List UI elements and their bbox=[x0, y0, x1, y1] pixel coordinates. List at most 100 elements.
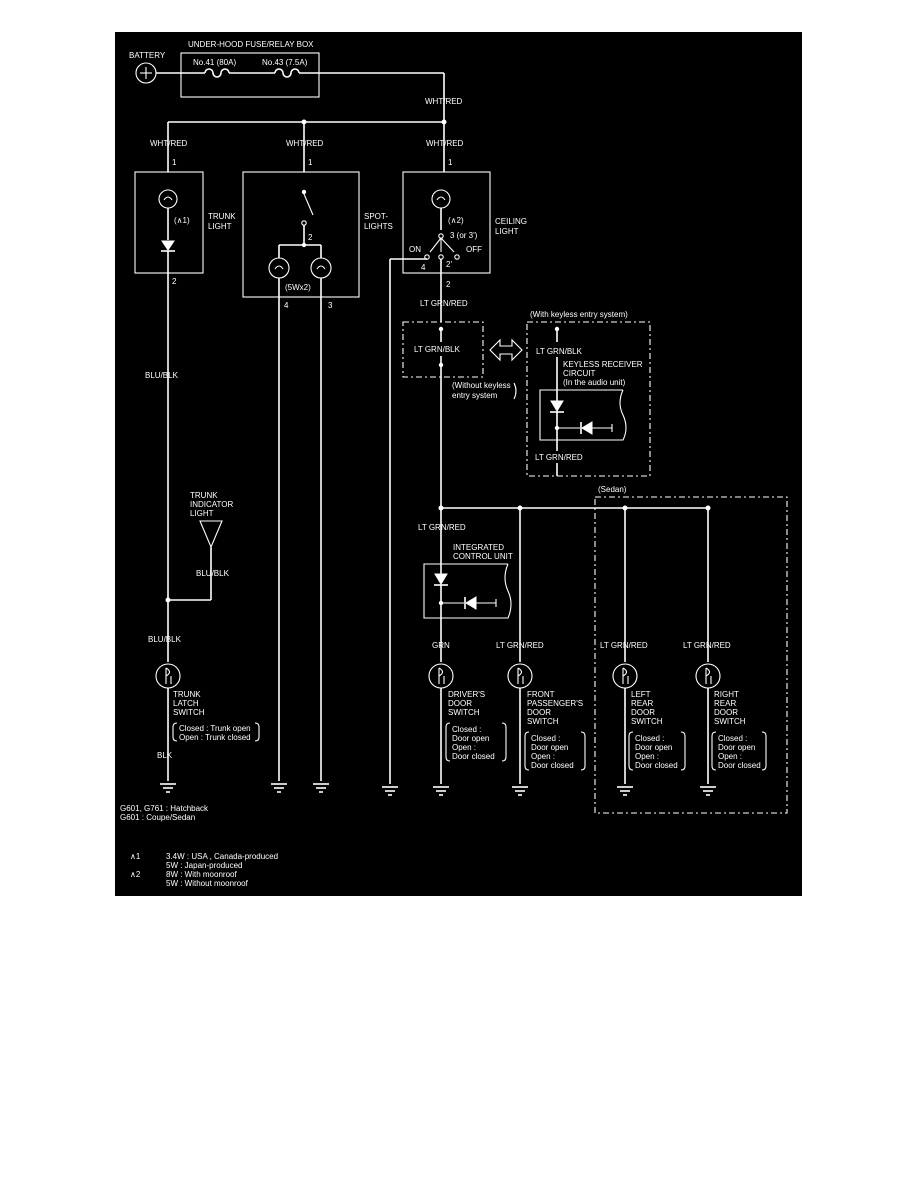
fuse43-icon bbox=[274, 68, 300, 78]
switch-door-open: Door open bbox=[635, 743, 672, 752]
without-keyless-box bbox=[402, 321, 484, 378]
lt-grn-blk-box-label: LT GRN/BLK bbox=[414, 345, 461, 354]
ceiling-note: (∧2) bbox=[448, 216, 464, 225]
switch-open: Open : bbox=[718, 752, 742, 761]
keyless-box bbox=[526, 321, 651, 477]
fuse-relay-box bbox=[180, 52, 320, 98]
ground-icon bbox=[700, 786, 716, 796]
fuse41-label: No.41 (80A) bbox=[193, 58, 236, 67]
sedan-box bbox=[594, 496, 788, 814]
trunk-light-label: LIGHT bbox=[208, 222, 232, 231]
spot-rating: (5Wx2) bbox=[285, 283, 311, 292]
trunk-indicator-label: LIGHT bbox=[190, 509, 214, 518]
trunk-latch-label: TRUNK bbox=[173, 690, 201, 699]
trunk-indicator-label: TRUNK bbox=[190, 491, 218, 500]
switch-door-open: Door open bbox=[531, 743, 568, 752]
pin-label: 2 bbox=[172, 277, 177, 286]
footnote-text: 5W : Without moonroof bbox=[166, 879, 249, 888]
right-rear-label: REAR bbox=[714, 699, 736, 708]
without-keyless-label: entry system bbox=[452, 391, 498, 400]
ground-icon bbox=[160, 783, 176, 793]
left-rear-label: REAR bbox=[631, 699, 653, 708]
keyless-receiver-label: (In the audio unit) bbox=[563, 378, 626, 387]
left-rear-label: LEFT bbox=[631, 690, 651, 699]
left-rear-label: DOOR bbox=[631, 708, 655, 717]
switch-door-open: Door open bbox=[718, 743, 755, 752]
pin-label: 2 bbox=[308, 233, 313, 242]
lt-grn-blk-keyless-label: LT GRN/BLK bbox=[536, 347, 583, 356]
switch-door-closed: Door closed bbox=[452, 752, 495, 761]
trunk-latch-open: Open : Trunk closed bbox=[179, 733, 251, 742]
fuse-box-label: UNDER-HOOD FUSE/RELAY BOX bbox=[188, 40, 314, 49]
blu-blk-label-1: BLU/BLK bbox=[145, 371, 179, 380]
right-rear-label: SWITCH bbox=[714, 717, 746, 726]
switch-closed: Closed : bbox=[718, 734, 747, 743]
wht-red-main-label: WHT/RED bbox=[425, 97, 463, 106]
switch-closed: Closed : bbox=[531, 734, 560, 743]
double-arrow-icon bbox=[489, 338, 523, 362]
ceiling-light-box bbox=[402, 171, 491, 274]
pin-label: 4 bbox=[284, 301, 289, 310]
right-rear-door-switch-icon bbox=[695, 663, 721, 689]
spotlights-box bbox=[242, 171, 360, 298]
drivers-door-label: SWITCH bbox=[448, 708, 480, 717]
drivers-door-label: DRIVER'S bbox=[448, 690, 485, 699]
pin-label: 4 bbox=[421, 263, 426, 272]
wht-red-ceiling-label: WHT/RED bbox=[426, 139, 464, 148]
lt-grn-red-right-label: LT GRN/RED bbox=[683, 641, 731, 650]
icu-label: CONTROL UNIT bbox=[453, 552, 513, 561]
ground-icon bbox=[617, 786, 633, 796]
sedan-label: (Sedan) bbox=[598, 485, 627, 494]
keyless-receiver-label: CIRCUIT bbox=[563, 369, 596, 378]
battery-label: BATTERY bbox=[129, 51, 166, 60]
switch-open: Open : bbox=[452, 743, 476, 752]
ground-icon bbox=[512, 786, 528, 796]
trunk-latch-closed: Closed : Trunk open bbox=[179, 724, 251, 733]
ground-note: G601, G761 : Hatchback bbox=[120, 804, 209, 813]
switch-closed: Closed : bbox=[635, 734, 664, 743]
without-keyless-label: (Without keyless bbox=[452, 381, 511, 390]
trunk-indicator-icon bbox=[199, 520, 223, 549]
wht-red-trunk-label: WHT/RED bbox=[150, 139, 188, 148]
right-rear-label: DOOR bbox=[714, 708, 738, 717]
switch-door-closed: Door closed bbox=[718, 761, 761, 770]
grn-label: GRN bbox=[432, 641, 450, 650]
front-passenger-label: FRONT bbox=[527, 690, 555, 699]
footnote-text: 3.4W : USA , Canada-produced bbox=[166, 852, 278, 861]
front-passenger-label: DOOR bbox=[527, 708, 551, 717]
keyless-circuit-box bbox=[539, 389, 627, 441]
keyless-diode-icon bbox=[550, 400, 564, 412]
pin-label: 2' bbox=[446, 260, 452, 269]
front-passenger-label: SWITCH bbox=[527, 717, 559, 726]
keyless-receiver-label: KEYLESS RECEIVER bbox=[563, 360, 643, 369]
icu-box bbox=[423, 563, 512, 619]
switch-closed: Closed : bbox=[452, 725, 481, 734]
lt-grn-red-icu-label: LT GRN/RED bbox=[418, 523, 466, 532]
trunk-indicator-label: INDICATOR bbox=[190, 500, 233, 509]
ceiling-off: OFF bbox=[466, 245, 482, 254]
switch-open: Open : bbox=[531, 752, 555, 761]
footnote-text: 5W : Japan-produced bbox=[166, 861, 243, 870]
trunk-latch-label: LATCH bbox=[173, 699, 199, 708]
ground-icon bbox=[271, 783, 287, 793]
switch-door-open: Door open bbox=[452, 734, 489, 743]
left-rear-label: SWITCH bbox=[631, 717, 663, 726]
pin-label: 2 bbox=[446, 280, 451, 289]
switch-door-closed: Door closed bbox=[531, 761, 574, 770]
spotlights-label: SPOT- bbox=[364, 212, 388, 221]
lt-grn-red-keyless-label: LT GRN/RED bbox=[535, 453, 583, 462]
lt-grn-red-front-label: LT GRN/RED bbox=[496, 641, 544, 650]
pin-label: 1 bbox=[172, 158, 177, 167]
trunk-light-note: (∧1) bbox=[174, 216, 190, 225]
ceiling-pin3: 3 (or 3') bbox=[450, 231, 478, 240]
ground-icon bbox=[433, 786, 449, 796]
ceiling-on: ON bbox=[409, 245, 421, 254]
ground-icon bbox=[313, 783, 329, 793]
footnote-text: 8W : With moonroof bbox=[166, 870, 237, 879]
footnote-mark: ∧2 bbox=[130, 870, 141, 879]
trunk-light-label: TRUNK bbox=[208, 212, 236, 221]
spotlights-label: LIGHTS bbox=[364, 222, 393, 231]
footnote-mark: ∧1 bbox=[130, 852, 141, 861]
front-passenger-label: PASSENGER'S bbox=[527, 699, 583, 708]
